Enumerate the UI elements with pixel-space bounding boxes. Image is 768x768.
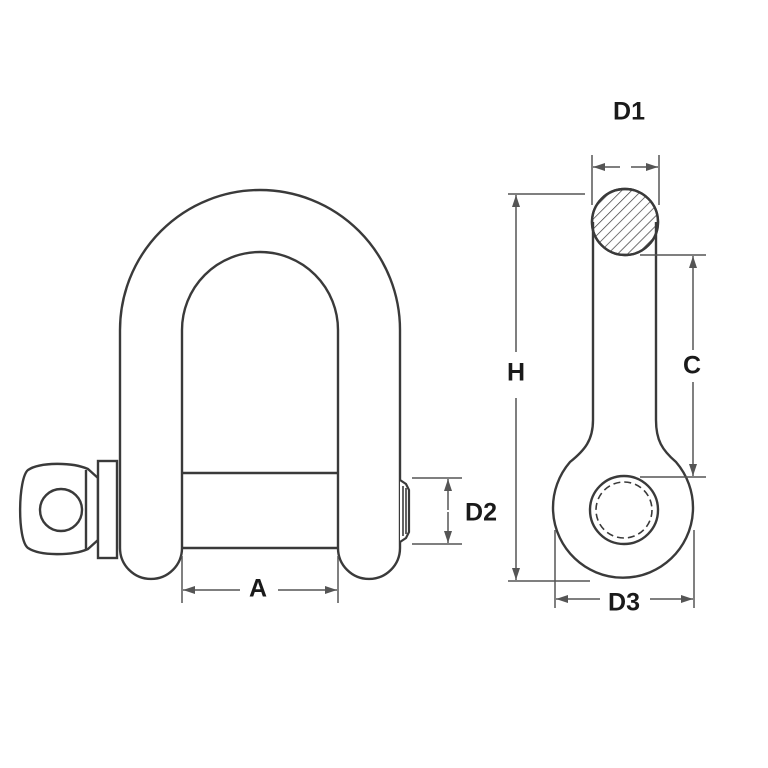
dim-label-a: A (245, 576, 271, 602)
side-profile (551, 222, 695, 579)
pin-hole (588, 474, 660, 546)
shackle-bow (118, 188, 402, 581)
dim-label-c: C (679, 353, 705, 379)
front-view (18, 188, 411, 581)
side-dimensions (508, 155, 706, 608)
side-view (551, 187, 695, 579)
dim-label-d1: D1 (610, 99, 648, 125)
pin-eye-head (18, 459, 119, 560)
pin-thread-end (399, 479, 411, 543)
dim-label-d2: D2 (462, 500, 500, 526)
pin-body (182, 471, 338, 550)
dim-label-d3: D3 (605, 590, 643, 616)
front-dimensions (181, 477, 462, 603)
dim-label-h: H (503, 360, 529, 386)
